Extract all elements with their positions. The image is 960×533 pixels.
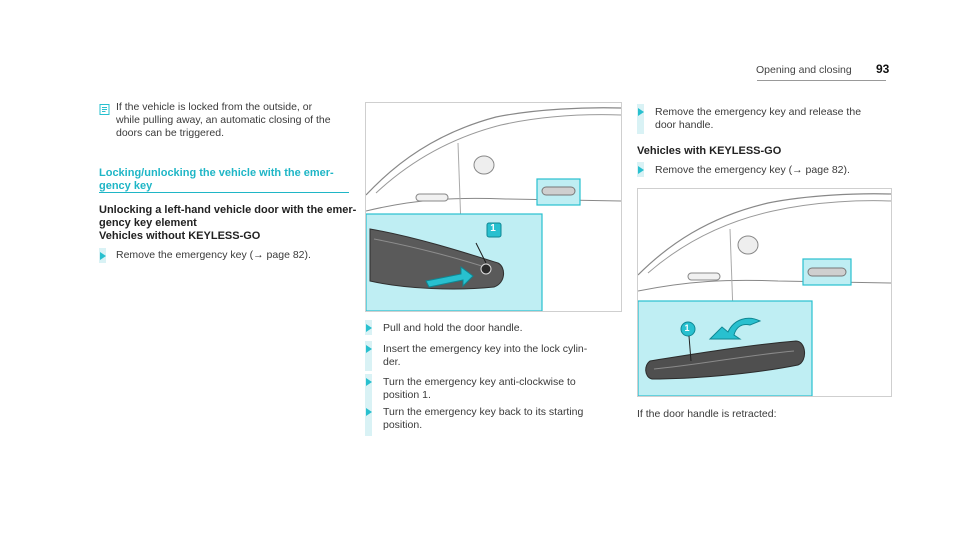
step-line: Turn the emergency key back to its start…: [383, 406, 584, 418]
note-text: If the vehicle is locked from the outsid…: [116, 101, 331, 140]
step-bar: [637, 104, 644, 134]
subheading-keyless: Vehicles with KEYLESS-GO: [637, 145, 782, 157]
subheading-line: gency key element: [99, 217, 197, 229]
section-heading-line: Locking/unlocking the vehicle with the e…: [99, 167, 334, 179]
figure-callout-number: 1: [684, 323, 690, 333]
step-text: Turn the emergency key anti-clockwise to…: [383, 376, 576, 402]
figure-callout-number: 1: [490, 223, 496, 234]
section-rule: [99, 192, 349, 193]
bullet-arrow-icon: [100, 252, 106, 260]
section-heading-line: gency key: [99, 180, 153, 192]
note-line: while pulling away, an automatic closing…: [116, 114, 331, 126]
step-text: Remove the emergency key (→ page 82).: [116, 249, 311, 261]
step-bar: [365, 404, 372, 436]
bullet-arrow-icon: [366, 408, 372, 416]
bullet-arrow-icon: [638, 108, 644, 116]
section-heading: Locking/unlocking the vehicle with the e…: [99, 167, 334, 193]
step-line: Pull and hold the door handle.: [383, 322, 523, 334]
figure-retracted-handle: [637, 188, 892, 397]
bullet-arrow-icon: [366, 345, 372, 353]
bullet-arrow-icon: [366, 324, 372, 332]
header-rule: [757, 80, 886, 81]
step-bar: [365, 374, 372, 404]
info-note-icon: [99, 104, 110, 115]
note-line: If the vehicle is locked from the outsid…: [116, 101, 313, 113]
step-line: Remove the emergency key and release the: [655, 106, 862, 118]
step-text: Remove the emergency key (→ page 82).: [655, 164, 850, 176]
note-line: doors can be triggered.: [116, 127, 224, 139]
step-line: Turn the emergency key anti-clockwise to: [383, 376, 576, 388]
step-line: der.: [383, 356, 401, 368]
running-header-title: Opening and closing: [756, 64, 852, 76]
step-line: position 1.: [383, 389, 431, 401]
page-number: 93: [876, 62, 890, 76]
figure-door-handle-emergency-key: [365, 102, 622, 312]
step-line: position.: [383, 419, 423, 431]
step-text: Remove the emergency key and release the…: [655, 106, 861, 132]
subheading-line: Unlocking a left-hand vehicle door with …: [99, 204, 357, 216]
step-line: door handle.: [655, 119, 714, 131]
subheading-line: Vehicles without KEYLESS-GO: [99, 230, 261, 242]
step-bar: [365, 341, 372, 371]
step-text: Insert the emergency key into the lock c…: [383, 343, 587, 369]
step-text: Turn the emergency key back to its start…: [383, 406, 583, 432]
bullet-arrow-icon: [638, 166, 644, 174]
car-door-illustration: [638, 193, 891, 396]
step-line: Insert the emergency key into the lock c…: [383, 343, 588, 355]
subheading: Unlocking a left-hand vehicle door with …: [99, 204, 356, 243]
footnote-text: If the door handle is retracted:: [637, 408, 777, 420]
car-door-illustration: [366, 107, 621, 311]
bullet-arrow-icon: [366, 378, 372, 386]
step-text: Pull and hold the door handle.: [383, 322, 523, 335]
